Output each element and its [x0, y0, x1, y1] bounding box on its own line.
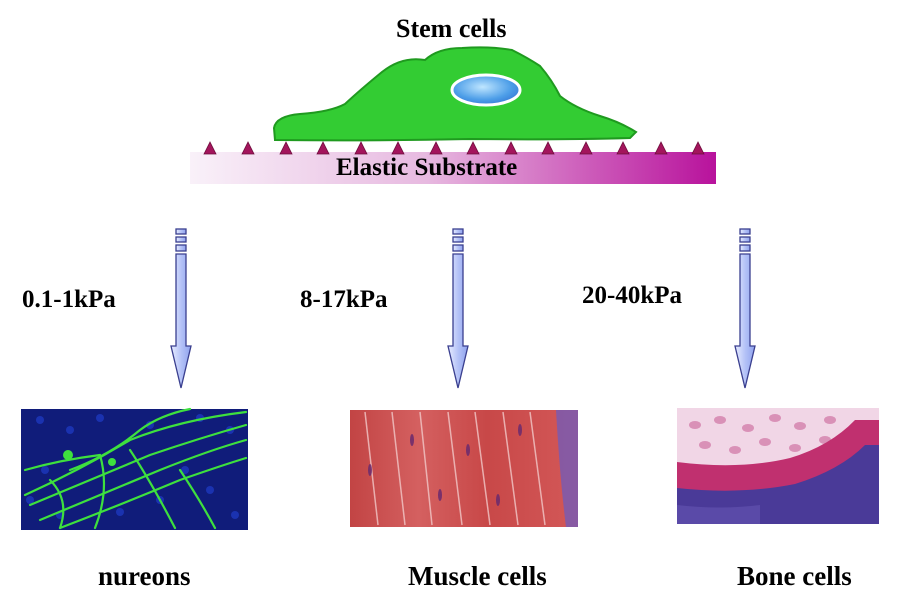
stiffness-label-medium: 8-17kPa	[300, 286, 388, 313]
stiffness-label-stiff: 20-40kPa	[582, 282, 682, 309]
substrate-label: Elastic Substrate	[336, 154, 518, 181]
ligand-triangles	[203, 141, 705, 155]
cell-type-label-neurons: nureons	[98, 561, 191, 591]
nucleus-icon	[450, 73, 522, 107]
down-arrow-icon	[734, 228, 756, 389]
down-arrow-icon	[447, 228, 469, 389]
diagram-title: Stem cells	[396, 14, 507, 43]
muscle-image	[350, 410, 578, 527]
cell-type-label-muscle: Muscle cells	[408, 561, 547, 591]
cell-type-label-bone: Bone cells	[737, 561, 852, 591]
stiffness-label-soft: 0.1-1kPa	[22, 286, 116, 313]
bone-image	[677, 408, 879, 524]
elastic-substrate-bar	[190, 152, 716, 184]
neuron-image	[21, 407, 248, 530]
down-arrow-icon	[170, 228, 192, 389]
